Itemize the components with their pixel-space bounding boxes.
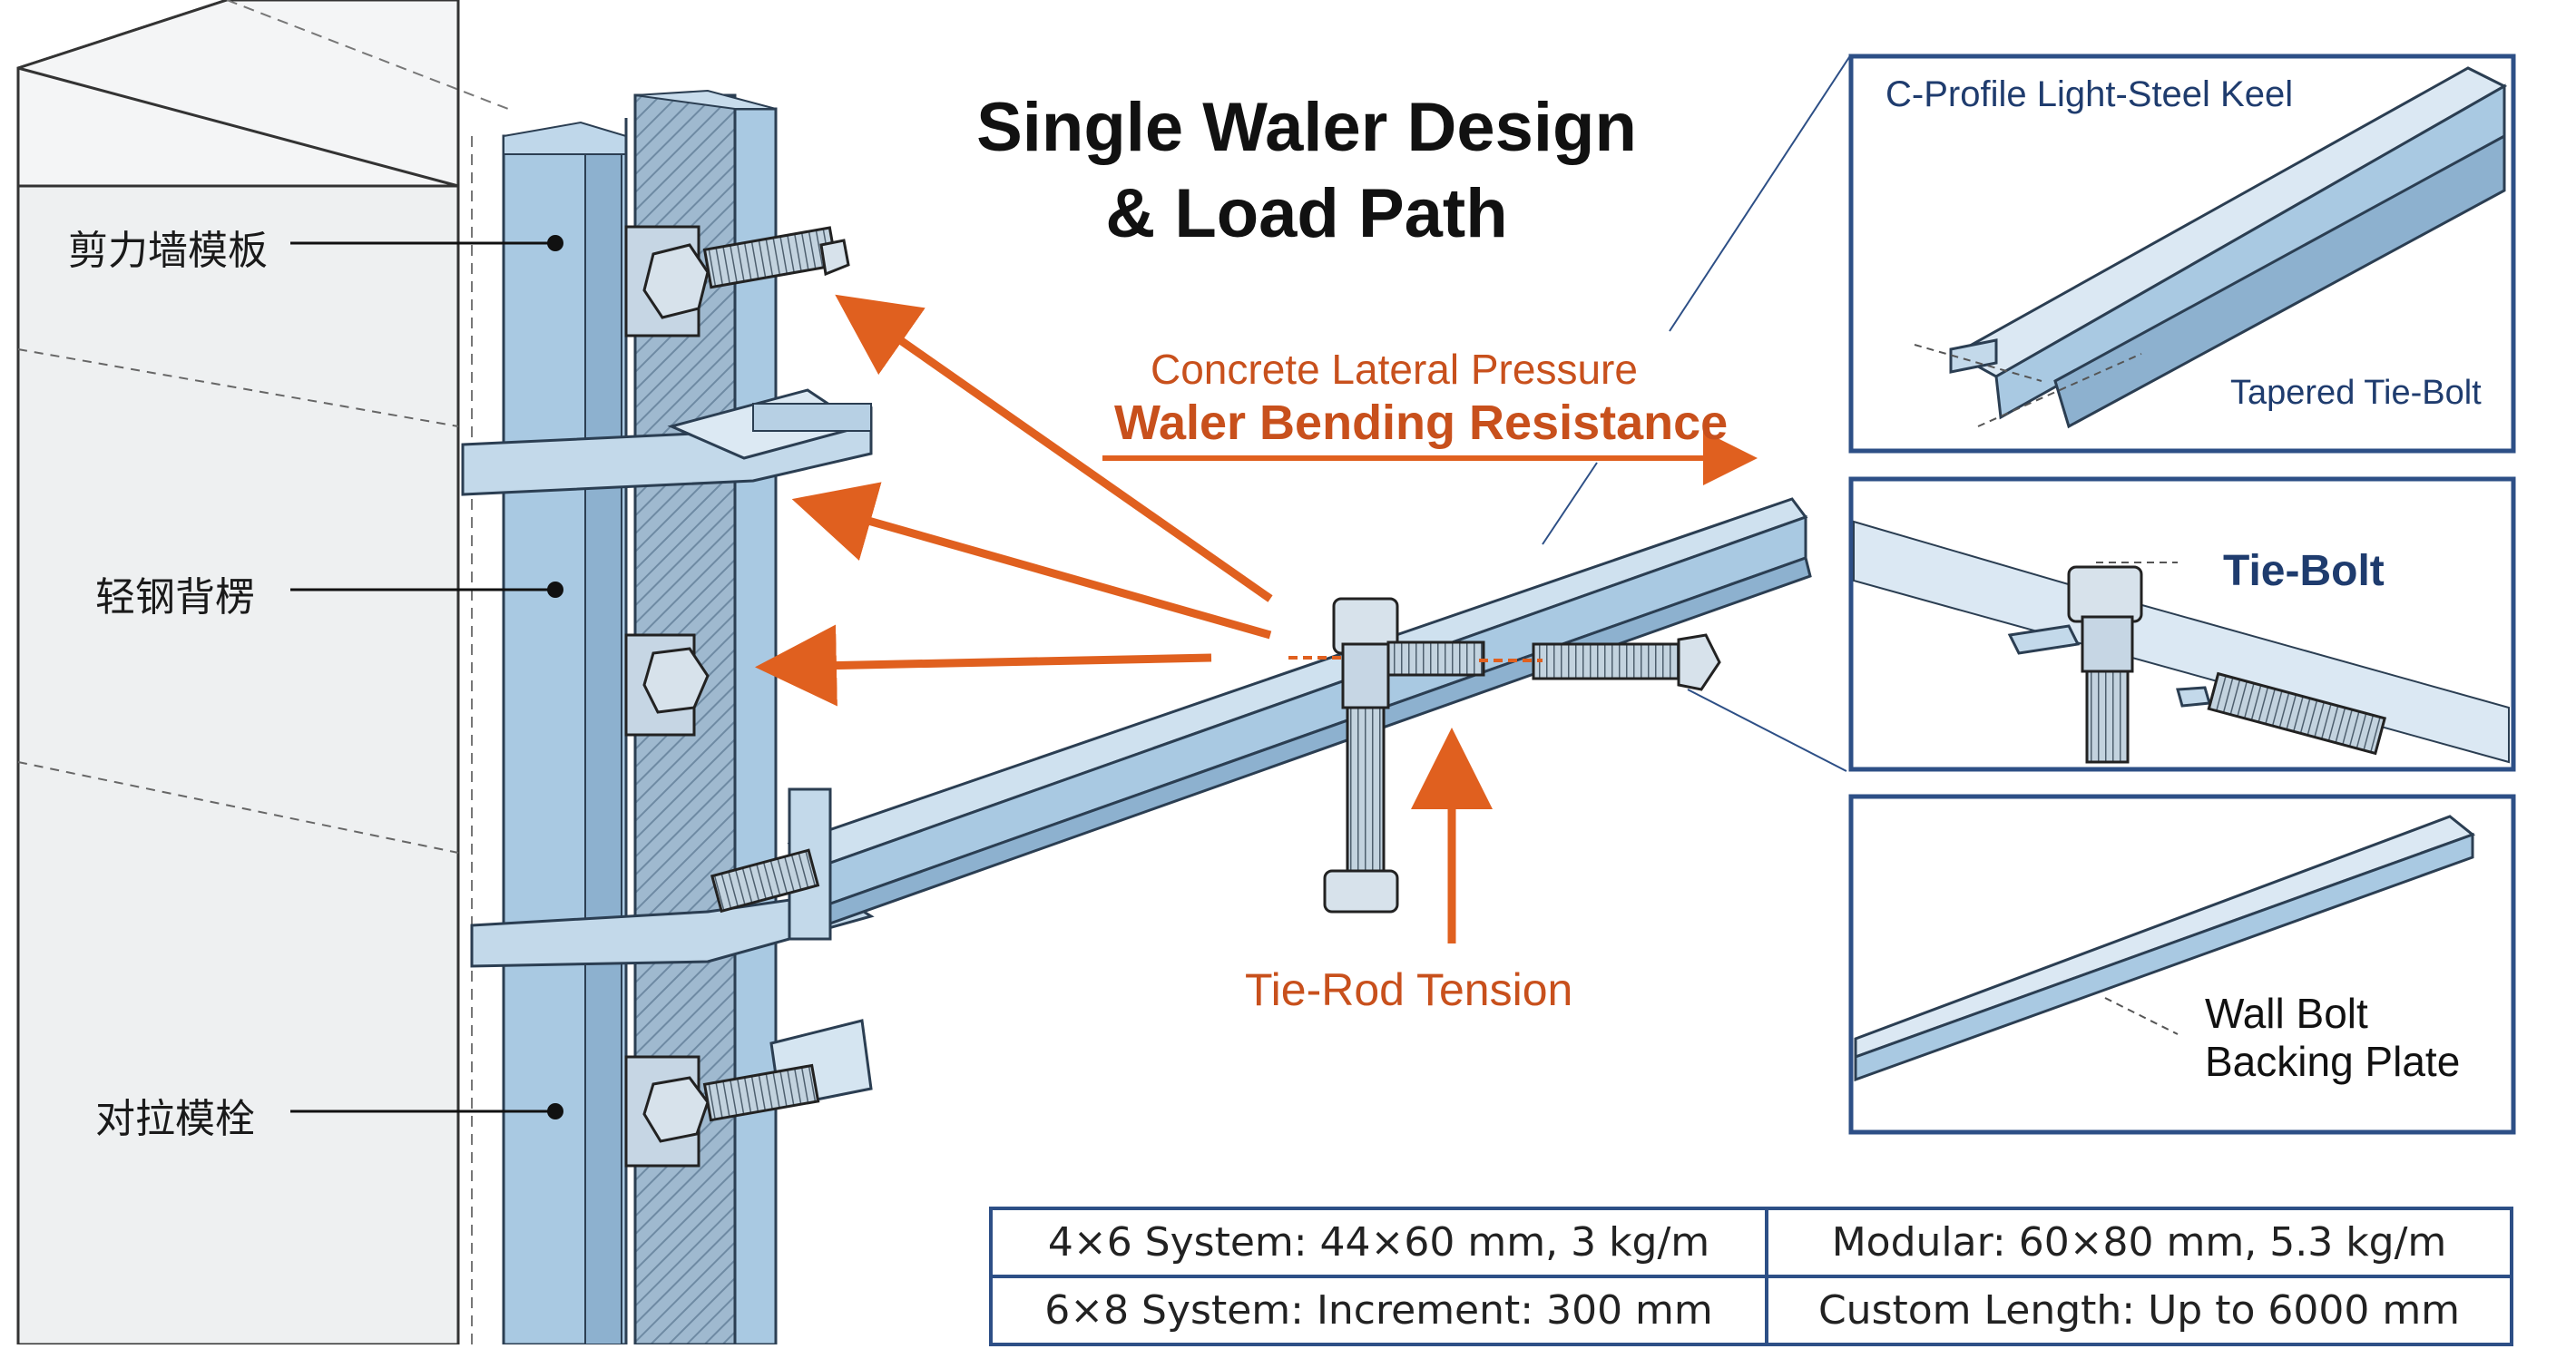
diagram-title-line2: & Load Path bbox=[1105, 175, 1508, 252]
panel2-title: Tie-Bolt bbox=[2223, 547, 2385, 595]
label-tie-bolt: 对拉模栓 bbox=[95, 1096, 255, 1142]
spec-cell: 4×6 System: 44×60 mm, 3 kg/m bbox=[989, 1207, 1768, 1278]
wall-bolt-bottom bbox=[624, 1055, 820, 1168]
shear-wall-block bbox=[16, 0, 509, 1346]
spec-table: 4×6 System: 44×60 mm, 3 kg/m Modular: 60… bbox=[989, 1207, 2513, 1346]
detail-panel-backing-plate bbox=[1848, 794, 2516, 1135]
detail-panel-tie-bolt bbox=[1848, 476, 2516, 772]
label-tie-rod-tension: Tie-Rod Tension bbox=[1245, 964, 1573, 1015]
spec-row: 6×8 System: Increment: 300 mm Custom Len… bbox=[989, 1275, 2513, 1346]
label-waler-bending-resistance: Waler Bending Resistance bbox=[1114, 396, 1729, 450]
label-leaders bbox=[290, 235, 563, 1119]
panel3-caption-line1: Wall Bolt bbox=[2205, 990, 2368, 1037]
tie-bolt-assembly bbox=[1288, 597, 1721, 914]
arrow-lower bbox=[755, 624, 1212, 707]
force-arrows bbox=[755, 294, 1758, 943]
panel1-title: C-Profile Light-Steel Keel bbox=[1885, 74, 2294, 114]
main-waler-beam bbox=[710, 497, 1812, 941]
wall-bolt-middle bbox=[624, 633, 710, 737]
spec-row: 4×6 System: 44×60 mm, 3 kg/m Modular: 60… bbox=[989, 1207, 2513, 1278]
panel1-caption: Tapered Tie-Bolt bbox=[2230, 374, 2482, 412]
label-concrete-lateral-pressure: Concrete Lateral Pressure bbox=[1151, 346, 1638, 393]
panel3-caption-line2: Backing Plate bbox=[2205, 1038, 2461, 1085]
label-light-steel-waler: 轻钢背楞 bbox=[95, 574, 255, 621]
diagram-title-line1: Single Waler Design bbox=[976, 89, 1637, 166]
label-shear-wall-formwork: 剪力墙模板 bbox=[68, 228, 268, 274]
arrow-middle bbox=[791, 482, 1272, 640]
detail-panel-c-profile bbox=[1848, 54, 2516, 454]
formwork-panel bbox=[502, 121, 628, 1346]
waler-bracket-upper bbox=[461, 388, 873, 496]
arrow-upper bbox=[835, 294, 1273, 602]
spec-cell: 6×8 System: Increment: 300 mm bbox=[989, 1275, 1768, 1346]
spec-cell: Custom Length: Up to 6000 mm bbox=[1765, 1275, 2513, 1346]
panel-connectors bbox=[1542, 54, 1852, 772]
spec-cell: Modular: 60×80 mm, 5.3 kg/m bbox=[1765, 1207, 2513, 1278]
wall-bolt-top bbox=[624, 225, 850, 337]
